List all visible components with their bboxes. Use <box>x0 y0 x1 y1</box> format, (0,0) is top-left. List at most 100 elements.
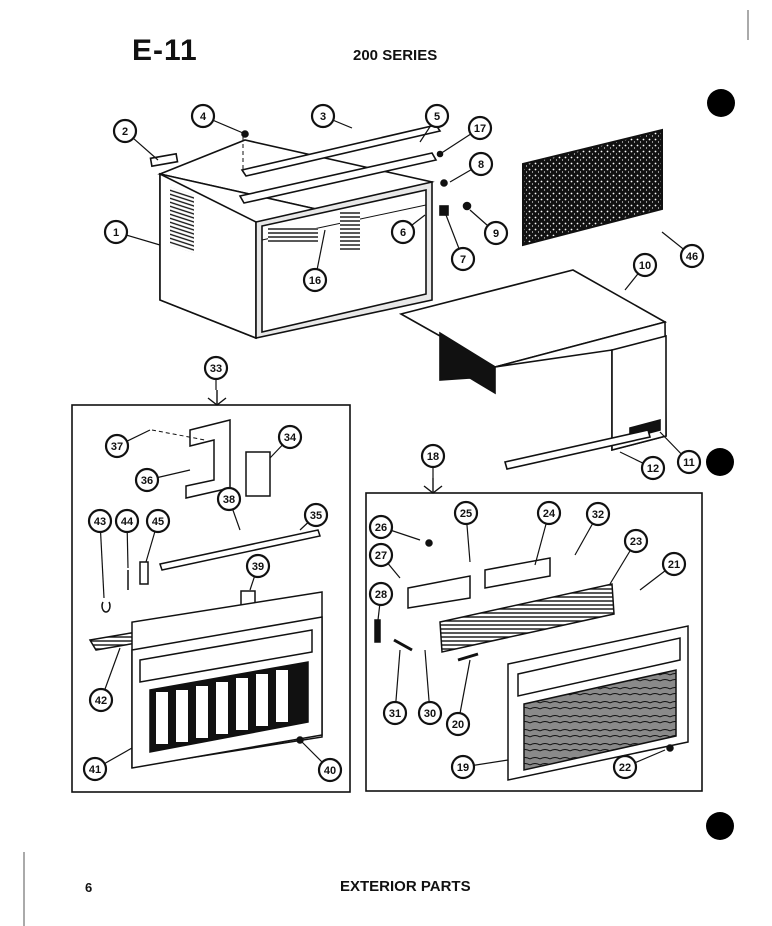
leader-line <box>99 520 105 599</box>
callout-number: 5 <box>434 111 440 123</box>
callout-number: 9 <box>493 228 499 240</box>
callout-number: 1 <box>113 227 119 239</box>
callout-16: 16 <box>302 229 328 293</box>
callout-number: 27 <box>375 550 387 562</box>
callout-circle <box>632 252 658 278</box>
kit-18-parts <box>374 539 689 781</box>
callout-circle <box>679 243 705 269</box>
callout-number: 21 <box>668 559 680 571</box>
callout-circle <box>82 756 108 782</box>
footer-title: EXTERIOR PARTS <box>340 878 471 895</box>
callout-number: 23 <box>630 536 642 548</box>
callout-circle <box>676 449 702 475</box>
callout-circle <box>585 501 611 527</box>
kit-box-18 <box>365 478 703 792</box>
callout-circle <box>216 486 242 512</box>
callout-circle <box>661 551 687 577</box>
callout-number: 4 <box>200 111 207 123</box>
callout-3: 3 <box>310 103 353 129</box>
callout-18: 18 <box>420 443 446 478</box>
callout-circle <box>303 502 329 528</box>
callout-33: 33 <box>203 355 229 390</box>
callout-circle <box>104 433 130 459</box>
callout-circle <box>445 711 471 737</box>
callout-number: 37 <box>111 441 123 453</box>
callout-circle <box>103 219 129 245</box>
callout-circle <box>112 118 138 144</box>
cabinet-shell <box>157 139 435 340</box>
callout-circle <box>245 553 271 579</box>
callout-number: 22 <box>619 762 631 774</box>
callout-25: 25 <box>453 500 479 563</box>
callout-number: 42 <box>95 695 107 707</box>
callout-number: 44 <box>121 516 134 528</box>
callout-28: 28 <box>368 581 394 621</box>
callout-36: 36 <box>134 467 191 493</box>
callout-circle <box>424 103 450 129</box>
callout-number: 3 <box>320 111 326 123</box>
diagram-code: E-11 <box>132 34 198 67</box>
callout-number: 26 <box>375 522 387 534</box>
callout-circle <box>114 508 140 534</box>
callout-39: 39 <box>245 553 271 591</box>
callout-27: 27 <box>368 542 401 579</box>
callout-38: 38 <box>216 486 242 531</box>
callout-circle <box>467 115 493 141</box>
callout-number: 19 <box>457 762 469 774</box>
callout-number: 38 <box>223 494 235 506</box>
callout-number: 11 <box>683 457 695 469</box>
callout-5: 5 <box>419 103 450 143</box>
callout-circle <box>420 443 446 469</box>
callout-34: 34 <box>269 424 303 459</box>
callout-number: 24 <box>543 508 556 520</box>
callout-circle <box>368 542 394 568</box>
callout-circle <box>382 700 408 726</box>
callout-circle <box>453 500 479 526</box>
callout-circle <box>87 508 113 534</box>
callout-circle <box>88 687 114 713</box>
callout-46: 46 <box>661 231 705 269</box>
registration-marks <box>23 10 749 926</box>
callout-45: 45 <box>145 508 171 563</box>
callout-23: 23 <box>609 528 649 585</box>
callout-circle <box>536 500 562 526</box>
callout-number: 30 <box>424 708 436 720</box>
callout-number: 2 <box>122 126 128 138</box>
callout-number: 28 <box>375 589 387 601</box>
page-number: 6 <box>85 880 93 895</box>
callout-circle <box>368 581 394 607</box>
callout-8: 8 <box>449 151 494 183</box>
callout-circle <box>277 424 303 450</box>
callout-11: 11 <box>659 431 702 475</box>
callout-number: 7 <box>460 254 466 266</box>
callout-circle <box>317 757 343 783</box>
callout-circle <box>640 455 666 481</box>
callout-number: 16 <box>309 275 321 287</box>
callout-circle <box>203 355 229 381</box>
callout-20: 20 <box>445 659 471 737</box>
callout-number: 34 <box>284 432 297 444</box>
series-title: 200 SERIES <box>353 47 438 64</box>
callout-number: 20 <box>452 719 464 731</box>
callout-10: 10 <box>624 252 658 291</box>
callout-circle <box>612 754 638 780</box>
air-filter <box>522 128 663 247</box>
callout-7: 7 <box>445 214 476 272</box>
callout-44: 44 <box>114 508 140 569</box>
callout-circle <box>190 103 216 129</box>
callout-number: 8 <box>478 159 484 171</box>
callout-2: 2 <box>112 118 159 161</box>
callout-circle <box>483 220 509 246</box>
callout-26: 26 <box>368 514 421 541</box>
top-cover <box>398 269 668 470</box>
callout-circle <box>468 151 494 177</box>
callout-number: 25 <box>460 508 472 520</box>
callout-number: 17 <box>474 123 486 135</box>
callout-4: 4 <box>190 103 244 134</box>
callout-number: 36 <box>141 475 153 487</box>
callout-circle <box>390 219 416 245</box>
callout-number: 31 <box>389 708 401 720</box>
callout-35: 35 <box>299 502 329 531</box>
